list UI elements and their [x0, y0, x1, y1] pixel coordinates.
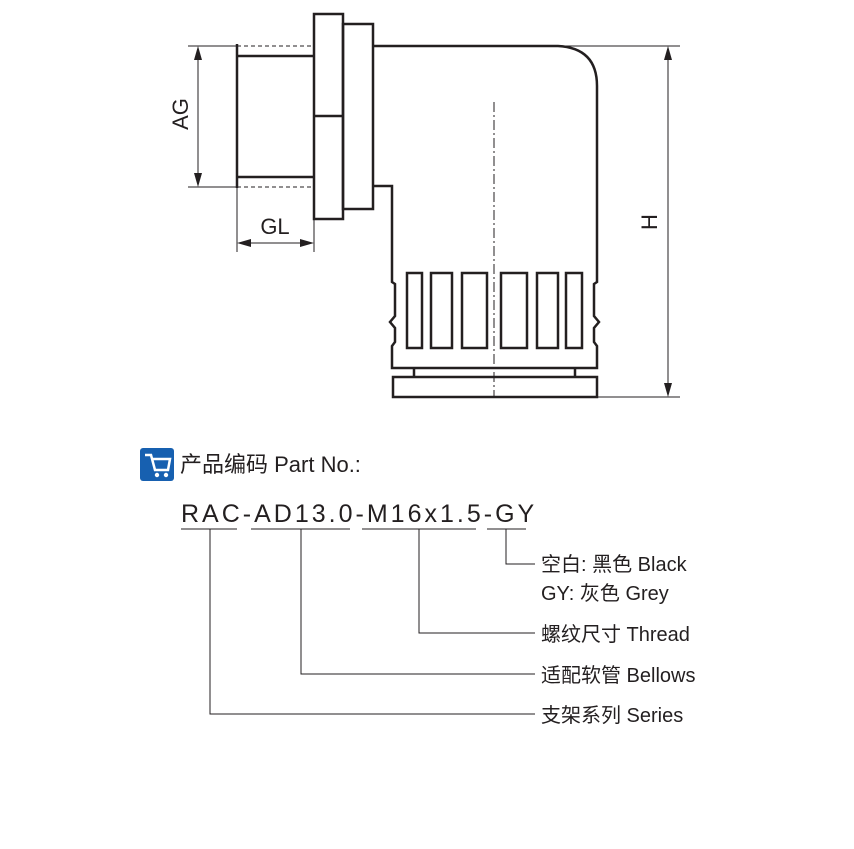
segment-bellows: AD13.0	[254, 500, 355, 528]
segment-thread: M16x1.5	[367, 500, 484, 528]
legend-color-grey: GY: 灰色 Grey	[541, 582, 669, 605]
legend-thread: 螺纹尺寸 Thread	[541, 623, 690, 646]
separator: -	[356, 500, 367, 528]
legend: 空白: 黑色 Black GY: 灰色 Grey 螺纹尺寸 Thread 适配软…	[541, 553, 695, 727]
segment-series: RAC	[181, 500, 243, 528]
dim-ag-label: AG	[168, 98, 193, 130]
part-code: RAC-AD13.0-M16x1.5-GY	[181, 500, 537, 528]
dimension-h: H	[560, 45, 680, 398]
base-plate	[391, 368, 599, 399]
part-no-heading: 产品编码 Part No.:	[180, 452, 361, 477]
separator: -	[484, 500, 495, 528]
bellows-slots	[405, 271, 584, 350]
legend-series: 支架系列 Series	[541, 704, 683, 727]
thread-section	[235, 44, 314, 188]
nut-plates	[312, 12, 375, 221]
dimension-ag: AG	[168, 45, 237, 188]
shopping-cart-icon	[140, 448, 174, 481]
elbow-body	[373, 44, 601, 370]
dim-h-label: H	[637, 214, 662, 230]
dimension-gl: GL	[236, 188, 315, 252]
leader-lines	[181, 528, 535, 715]
segment-color: GY	[495, 500, 537, 528]
legend-color-black: 空白: 黑色 Black	[541, 553, 688, 576]
dim-gl-label: GL	[260, 214, 289, 239]
legend-bellows: 适配软管 Bellows	[541, 664, 695, 687]
separator: -	[243, 500, 254, 528]
